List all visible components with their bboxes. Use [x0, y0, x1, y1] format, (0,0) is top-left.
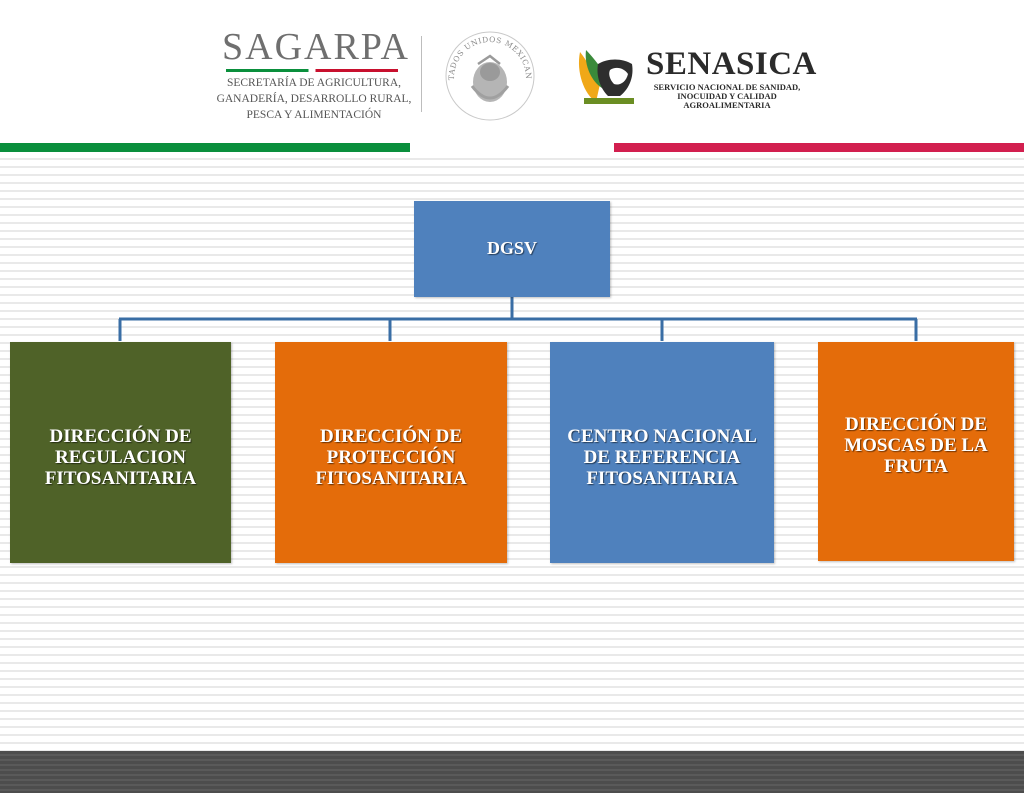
header: SAGARPA SECRETARÍA DE AGRICULTURA, GANAD… — [0, 0, 1024, 152]
footer-bar — [0, 751, 1024, 793]
org-node-root: DGSV — [414, 201, 610, 297]
sagarpa-logo-name: SAGARPA — [222, 26, 410, 68]
org-node-centro-nacional-label: CENTRO NACIONAL DE REFERENCIA FITOSANITA… — [567, 426, 757, 489]
sagarpa-line-3: PESCA Y ALIMENTACIÓN — [246, 109, 382, 121]
sagarpa-logo: SAGARPA SECRETARÍA DE AGRICULTURA, GANAD… — [214, 26, 414, 126]
senasica-logo-name: SENASICA — [646, 46, 817, 82]
sagarpa-logo-stripe — [226, 69, 398, 72]
org-node-proteccion-label: DIRECCIÓN DE PROTECCIÓN FITOSANITARIA — [315, 426, 467, 489]
org-node-regulacion: DIRECCIÓN DE REGULACION FITOSANITARIA — [10, 342, 231, 563]
red-accent-bar — [614, 143, 1024, 152]
org-node-moscas: DIRECCIÓN DE MOSCAS DE LA FRUTA — [818, 342, 1014, 561]
org-node-root-label: DGSV — [486, 238, 537, 258]
senasica-line-1: SERVICIO NACIONAL DE SANIDAD, — [653, 82, 801, 92]
senasica-logo: SENASICA SERVICIO NACIONAL DE SANIDAD, I… — [574, 40, 817, 110]
green-accent-bar — [0, 143, 410, 152]
header-divider — [421, 36, 422, 112]
sagarpa-line-2: GANADERÍA, DESARROLLO RURAL, — [216, 93, 412, 105]
national-seal-icon: ESTADOS UNIDOS MEXICANOS — [442, 26, 535, 121]
org-node-proteccion: DIRECCIÓN DE PROTECCIÓN FITOSANITARIA — [275, 342, 507, 563]
org-node-moscas-label: DIRECCIÓN DE MOSCAS DE LA FRUTA — [844, 414, 988, 477]
senasica-line-2: INOCUIDAD Y CALIDAD — [677, 91, 777, 101]
senasica-line-3: AGROALIMENTARIA — [683, 100, 771, 110]
sagarpa-line-1: SECRETARÍA DE AGRICULTURA, — [226, 77, 402, 89]
senasica-emblem-icon — [578, 50, 634, 104]
org-node-centro-nacional: CENTRO NACIONAL DE REFERENCIA FITOSANITA… — [550, 342, 774, 563]
org-node-regulacion-label: DIRECCIÓN DE REGULACION FITOSANITARIA — [44, 426, 197, 489]
